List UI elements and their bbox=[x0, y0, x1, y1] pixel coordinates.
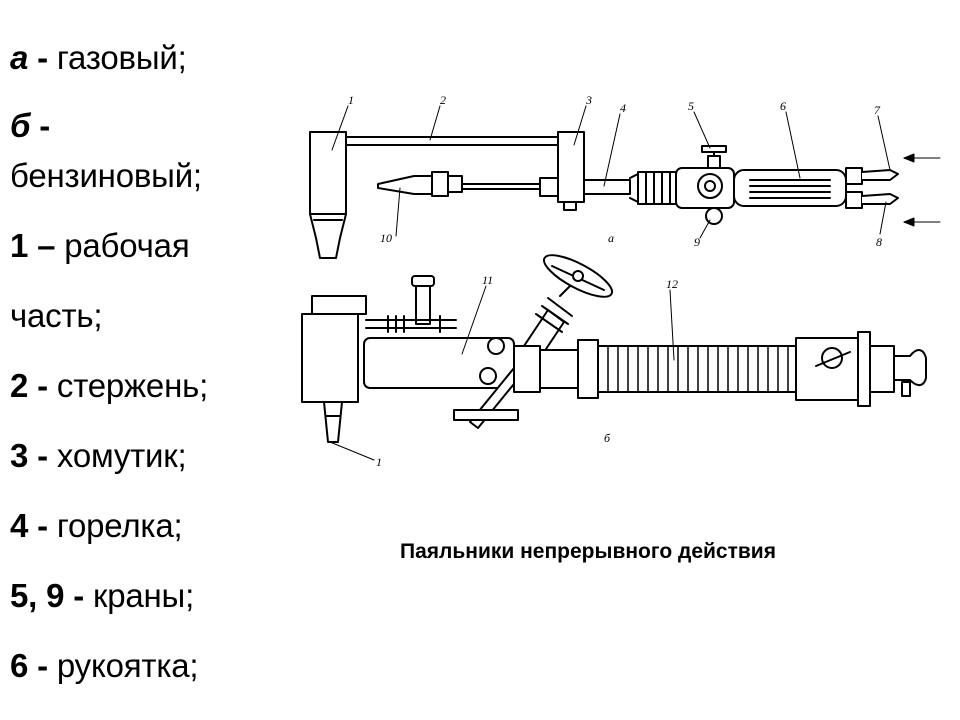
label-12: 12 bbox=[666, 277, 678, 291]
legend-item-b: б - bbox=[10, 107, 50, 144]
legend-item-1: 1 – рабочая bbox=[10, 227, 190, 264]
legend-item-1-cont: часть; bbox=[10, 297, 103, 334]
end-nozzle bbox=[893, 349, 927, 386]
soldering-irons-drawing: 1 2 3 4 5 6 7 8 9 10 а bbox=[301, 93, 941, 469]
legend-item-b-text: бензиновый; bbox=[10, 157, 202, 194]
label-1: 1 bbox=[348, 93, 354, 107]
rod-a bbox=[345, 136, 559, 146]
legend-item-a: а - газовый; bbox=[10, 39, 187, 76]
label-6: 6 bbox=[780, 99, 786, 113]
label-9: 9 bbox=[694, 235, 700, 249]
legend-item-4: 4 - горелка; bbox=[10, 507, 183, 544]
label-8: 8 bbox=[876, 235, 882, 249]
burner-tube bbox=[583, 179, 631, 195]
clamp-a bbox=[557, 131, 585, 203]
valve-9 bbox=[705, 207, 723, 225]
legend-item-5-9: 5, 9 - краны; bbox=[10, 577, 195, 614]
legend-item-3: 3 - хомутик; bbox=[10, 437, 187, 474]
gas-soldering-iron bbox=[309, 131, 941, 259]
working-part-b bbox=[301, 313, 359, 403]
legend-item-6: 6 - рукоятка; bbox=[10, 647, 199, 684]
gasoline-soldering-iron bbox=[301, 254, 927, 443]
fitting-8 bbox=[861, 193, 899, 205]
figure-caption: Паяльники непрерывного действия bbox=[400, 540, 776, 563]
label-11: 11 bbox=[482, 273, 493, 287]
hose-12 bbox=[597, 345, 797, 393]
handle-6 bbox=[733, 169, 847, 207]
legend-item-2: 2 - стержень; bbox=[10, 367, 209, 404]
label-7: 7 bbox=[874, 103, 881, 117]
figure-label-a: а bbox=[608, 231, 614, 245]
figure-label-b: б bbox=[604, 431, 611, 445]
working-part-a bbox=[309, 131, 347, 215]
label-10: 10 bbox=[380, 231, 392, 245]
torch-nozzle bbox=[377, 175, 433, 195]
label-5: 5 bbox=[688, 99, 694, 113]
label-1-b: 1 bbox=[376, 455, 382, 469]
label-4: 4 bbox=[620, 101, 626, 115]
label-3: 3 bbox=[585, 93, 592, 107]
label-2: 2 bbox=[440, 93, 446, 107]
fitting-7 bbox=[861, 169, 899, 181]
